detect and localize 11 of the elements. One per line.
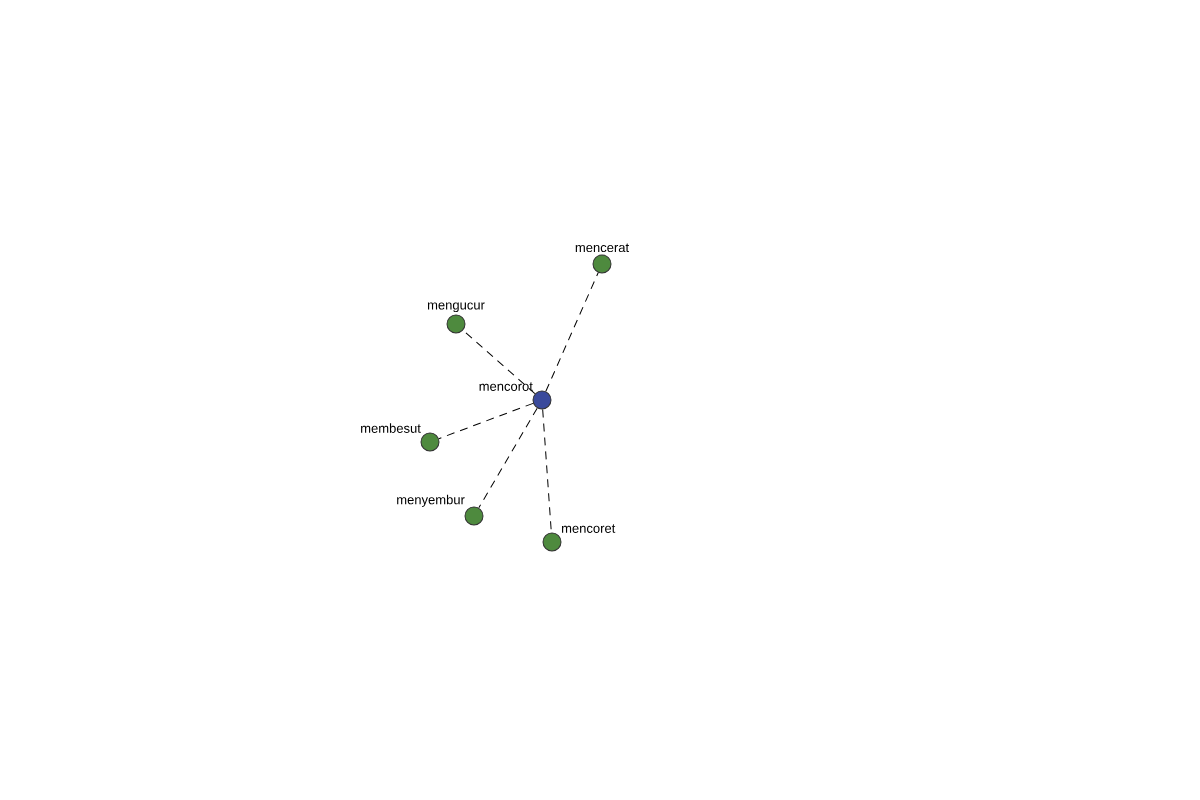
node-circle [427,302,485,334]
node-circle [361,423,440,452]
dashed-line [542,409,552,534]
dashed-line [462,329,536,395]
node-circle [542,524,616,552]
center-circle [479,382,552,410]
node-circle [575,243,629,274]
node-circle [397,494,484,526]
dashed-line [438,402,534,440]
dashed-line [478,407,538,509]
dashed-line [545,272,599,392]
